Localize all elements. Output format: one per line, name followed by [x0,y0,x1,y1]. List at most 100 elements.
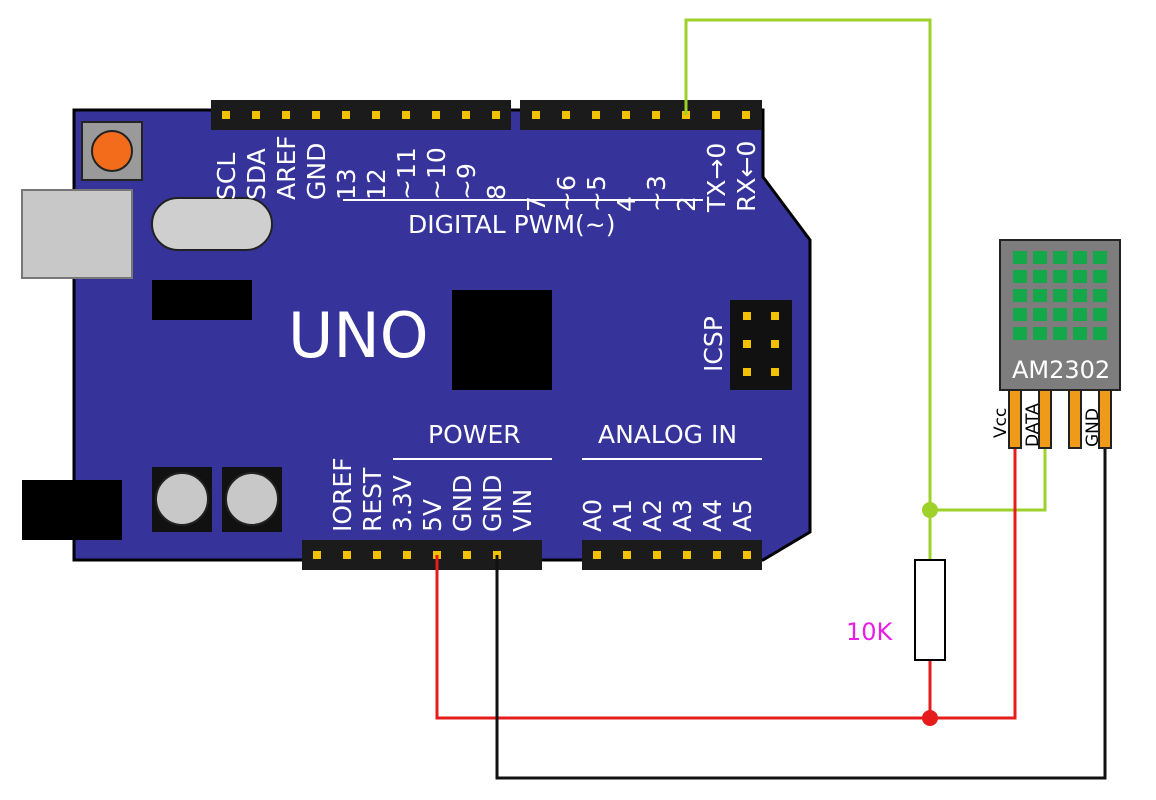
sensor-vent-cell [1093,270,1107,283]
am2302-sensor: AM2302 Vcc DATA GND [991,239,1121,449]
sensor-vent-cell [1013,289,1027,302]
undefined-pin[interactable] [652,111,660,119]
analog-section-label: ANALOG IN [598,420,737,449]
sensor-vent-cell [1033,289,1047,302]
power-section-label: POWER [428,420,521,449]
sensor-vent-cell [1073,251,1087,264]
junction-5v [922,710,938,726]
undefined-pin[interactable] [252,111,260,119]
undefined-pin[interactable] [532,111,540,119]
top-pin-label: ~3 [642,175,671,212]
sensor-vent-cell [1033,270,1047,283]
undefined-pin[interactable] [742,111,750,119]
icsp-pin[interactable] [743,340,751,348]
sensor-vent-cell [1093,289,1107,302]
icsp-header [730,300,792,390]
top-pin-label: 8 [482,184,511,200]
usb-port [21,189,133,279]
sensor-leg [1068,389,1082,449]
sensor-vent-cell [1013,251,1027,264]
undefined-pin[interactable] [372,111,380,119]
sensor-vent-cell [1073,270,1087,283]
analog-header-pins [593,551,751,559]
power-pin-label: IOREF [328,457,357,532]
power-pin-label: GND [478,475,507,532]
undefined-pin[interactable] [403,551,411,559]
sensor-vent-cell [1053,308,1067,321]
sensor-vent-cell [1013,308,1027,321]
undefined-pin[interactable] [562,111,570,119]
voltage-regulator [152,280,252,320]
undefined-pin[interactable] [712,111,720,119]
icsp-pin[interactable] [743,368,751,376]
undefined-pin[interactable] [312,111,320,119]
icsp-pin[interactable] [771,312,779,320]
top-left-header-pins [222,111,500,119]
icsp-label: ICSP [699,316,728,372]
undefined-pin[interactable] [743,551,751,559]
wire-gnd [495,447,1107,780]
sensor-pin-data: DATA [1023,403,1043,447]
undefined-pin[interactable] [342,111,350,119]
undefined-pin[interactable] [432,111,440,119]
undefined-pin[interactable] [653,551,661,559]
sensor-pin-gnd: GND [1083,408,1103,447]
analog-pin-label: A3 [668,499,697,532]
top-pin-label: 2 [672,196,701,212]
top-pin-label: TX→0 [702,143,731,213]
reset-button[interactable] [91,130,133,172]
board-name: UNO [288,299,429,372]
resistor-label: 10K [846,618,894,646]
sensor-vent-cell [1073,327,1087,340]
icsp-pin[interactable] [771,368,779,376]
undefined-pin[interactable] [373,551,381,559]
analog-pin-label: A5 [728,499,757,532]
sensor-vent-cell [1053,289,1067,302]
sensor-pin-vcc: Vcc [991,408,1011,438]
undefined-pin[interactable] [492,111,500,119]
sensor-vent-cell [1033,251,1047,264]
undefined-pin[interactable] [683,551,691,559]
undefined-pin[interactable] [713,551,721,559]
sensor-vent-cell [1013,270,1027,283]
undefined-pin[interactable] [462,111,470,119]
sensor-vent-grid [1013,251,1107,340]
sensor-leg [1098,389,1112,449]
power-header [302,540,542,570]
digital-section-label: DIGITAL PWM(~) [408,210,616,239]
sensor-vent-cell [1093,327,1107,340]
top-pin-label: SCL [212,153,241,200]
sensor-vent-cell [1093,308,1107,321]
undefined-pin[interactable] [623,551,631,559]
icsp-pin[interactable] [771,340,779,348]
wire-5v [435,447,1017,720]
analog-pin-label: A4 [698,499,727,532]
undefined-pin[interactable] [313,551,321,559]
sensor-leg [1038,389,1052,449]
microcontroller-chip [452,290,552,390]
sensor-vent-cell [1053,270,1067,283]
undefined-pin[interactable] [222,111,230,119]
analog-pin-label: A1 [608,499,637,532]
undefined-pin[interactable] [343,551,351,559]
undefined-pin[interactable] [402,111,410,119]
top-pin-label: 4 [612,196,641,212]
undefined-pin[interactable] [622,111,630,119]
undefined-pin[interactable] [592,111,600,119]
sensor-vent-cell [1053,327,1067,340]
resistor-body [914,559,946,661]
power-pin-label: GND [448,475,477,532]
undefined-pin[interactable] [463,551,471,559]
icsp-pin[interactable] [743,312,751,320]
wire-data [684,18,1047,512]
pullup-resistor: 10K [846,559,946,661]
top-pin-label: SDA [242,148,271,200]
undefined-pin[interactable] [282,111,290,119]
undefined-pin[interactable] [593,551,601,559]
top-left-header [211,100,511,130]
